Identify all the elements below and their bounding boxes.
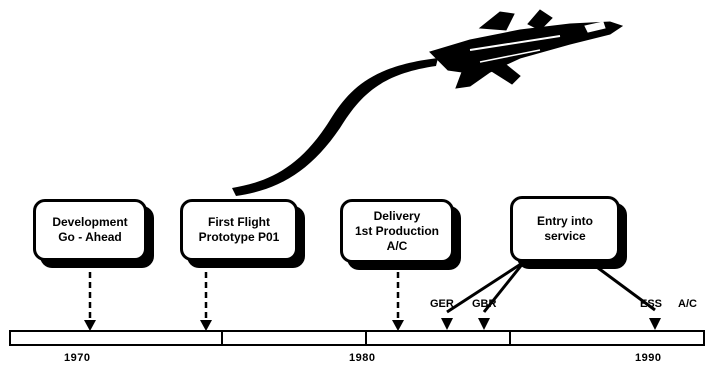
milestone-label-line: Development — [52, 215, 128, 229]
year-label-1970: 1970 — [64, 352, 91, 364]
milestone-label-line: Prototype P01 — [198, 230, 280, 244]
service-label-ess: ESS — [640, 298, 663, 310]
year-label-1980: 1980 — [349, 352, 376, 364]
milestone-label-line: A/C — [386, 238, 408, 253]
milestone-label-line: Delivery — [373, 208, 421, 223]
milestone-development-go-ahead: Development Go - Ahead — [33, 199, 147, 261]
milestone-label-line: service — [544, 229, 586, 243]
timeline-bar — [9, 330, 705, 346]
connector-arrowheads — [84, 320, 404, 331]
milestone-label-line: Go - Ahead — [58, 230, 122, 244]
flight-path — [232, 58, 438, 196]
service-label-gbr: GBR — [472, 298, 497, 310]
service-label-ger: GER — [430, 298, 454, 310]
timeline-ticks — [221, 331, 511, 345]
milestone-first-flight: First Flight Prototype P01 — [180, 199, 298, 261]
milestone-label-line: First Flight — [207, 215, 270, 229]
year-label-1990: 1990 — [635, 352, 662, 364]
milestone-delivery-first-production: Delivery 1st Production A/C — [340, 199, 454, 263]
milestone-label-line: Entry into — [537, 214, 593, 228]
service-label-ac: A/C — [678, 298, 697, 310]
milestone-entry-into-service: Entry into service — [510, 196, 620, 262]
service-entry-lines — [446, 260, 656, 314]
milestone-label-line: 1st Production — [354, 223, 439, 238]
milestone-connectors — [88, 262, 400, 322]
service-arrowheads — [441, 318, 661, 330]
fighter-jet-icon — [429, 9, 624, 89]
